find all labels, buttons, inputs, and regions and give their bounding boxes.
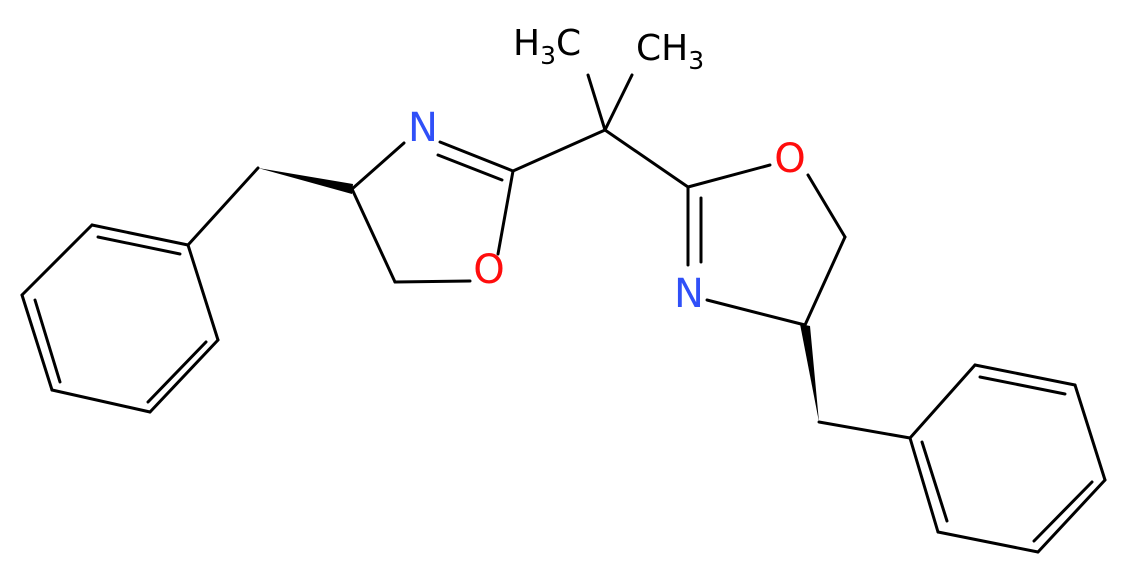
bond <box>908 363 977 440</box>
bond <box>350 187 397 284</box>
methyl-label-h: H <box>513 23 540 64</box>
bond <box>908 436 940 534</box>
bond <box>148 338 220 414</box>
double-bond-inner <box>978 375 1067 396</box>
wedge-bond <box>258 168 353 194</box>
bond <box>705 298 807 327</box>
wedge-bond <box>800 324 819 422</box>
nitrogen-atom-label: N <box>674 271 704 317</box>
methyl-label-subscript: 3 <box>540 41 556 70</box>
methyl-label-c: C <box>556 23 581 64</box>
bond <box>1036 478 1107 554</box>
bond <box>817 420 912 440</box>
bond <box>186 166 260 247</box>
bond <box>936 530 1040 554</box>
oxygen-atom-label: O <box>473 247 504 293</box>
double-bond-inner <box>96 235 182 256</box>
methyl-label-subscript: 3 <box>688 46 704 75</box>
right-benzene-ring <box>908 363 1107 554</box>
methyl-label-ch: CH <box>636 28 688 69</box>
bond <box>350 141 406 191</box>
bond <box>438 140 515 173</box>
bond <box>603 73 634 132</box>
bond <box>511 128 607 173</box>
bond <box>806 173 847 239</box>
bond <box>393 279 472 284</box>
bond <box>586 73 607 132</box>
bond <box>686 163 772 189</box>
bond <box>186 243 220 342</box>
bond <box>496 169 515 256</box>
double-bond-inner <box>1032 480 1094 543</box>
central-carbon <box>511 73 690 189</box>
bond <box>90 223 190 247</box>
bond <box>603 128 690 189</box>
bond <box>50 388 152 414</box>
bond <box>803 235 847 327</box>
left-benzene-ring <box>20 223 220 414</box>
bond <box>20 223 94 297</box>
right-oxazoline-ring <box>686 163 847 327</box>
nitrogen-atom-label: N <box>408 105 438 151</box>
left-oxazoline-ring <box>350 140 515 284</box>
methyl-group-label: H3C <box>513 23 581 70</box>
bond <box>20 293 54 392</box>
double-bond-inner <box>920 440 949 523</box>
oxygen-atom-label: O <box>774 136 805 182</box>
double-bond-inner <box>146 340 208 404</box>
double-bond-inner <box>33 298 62 384</box>
bond <box>1073 383 1107 482</box>
bond <box>973 363 1077 387</box>
methyl-group-label: CH3 <box>636 28 704 75</box>
double-bond-inner <box>436 153 504 182</box>
